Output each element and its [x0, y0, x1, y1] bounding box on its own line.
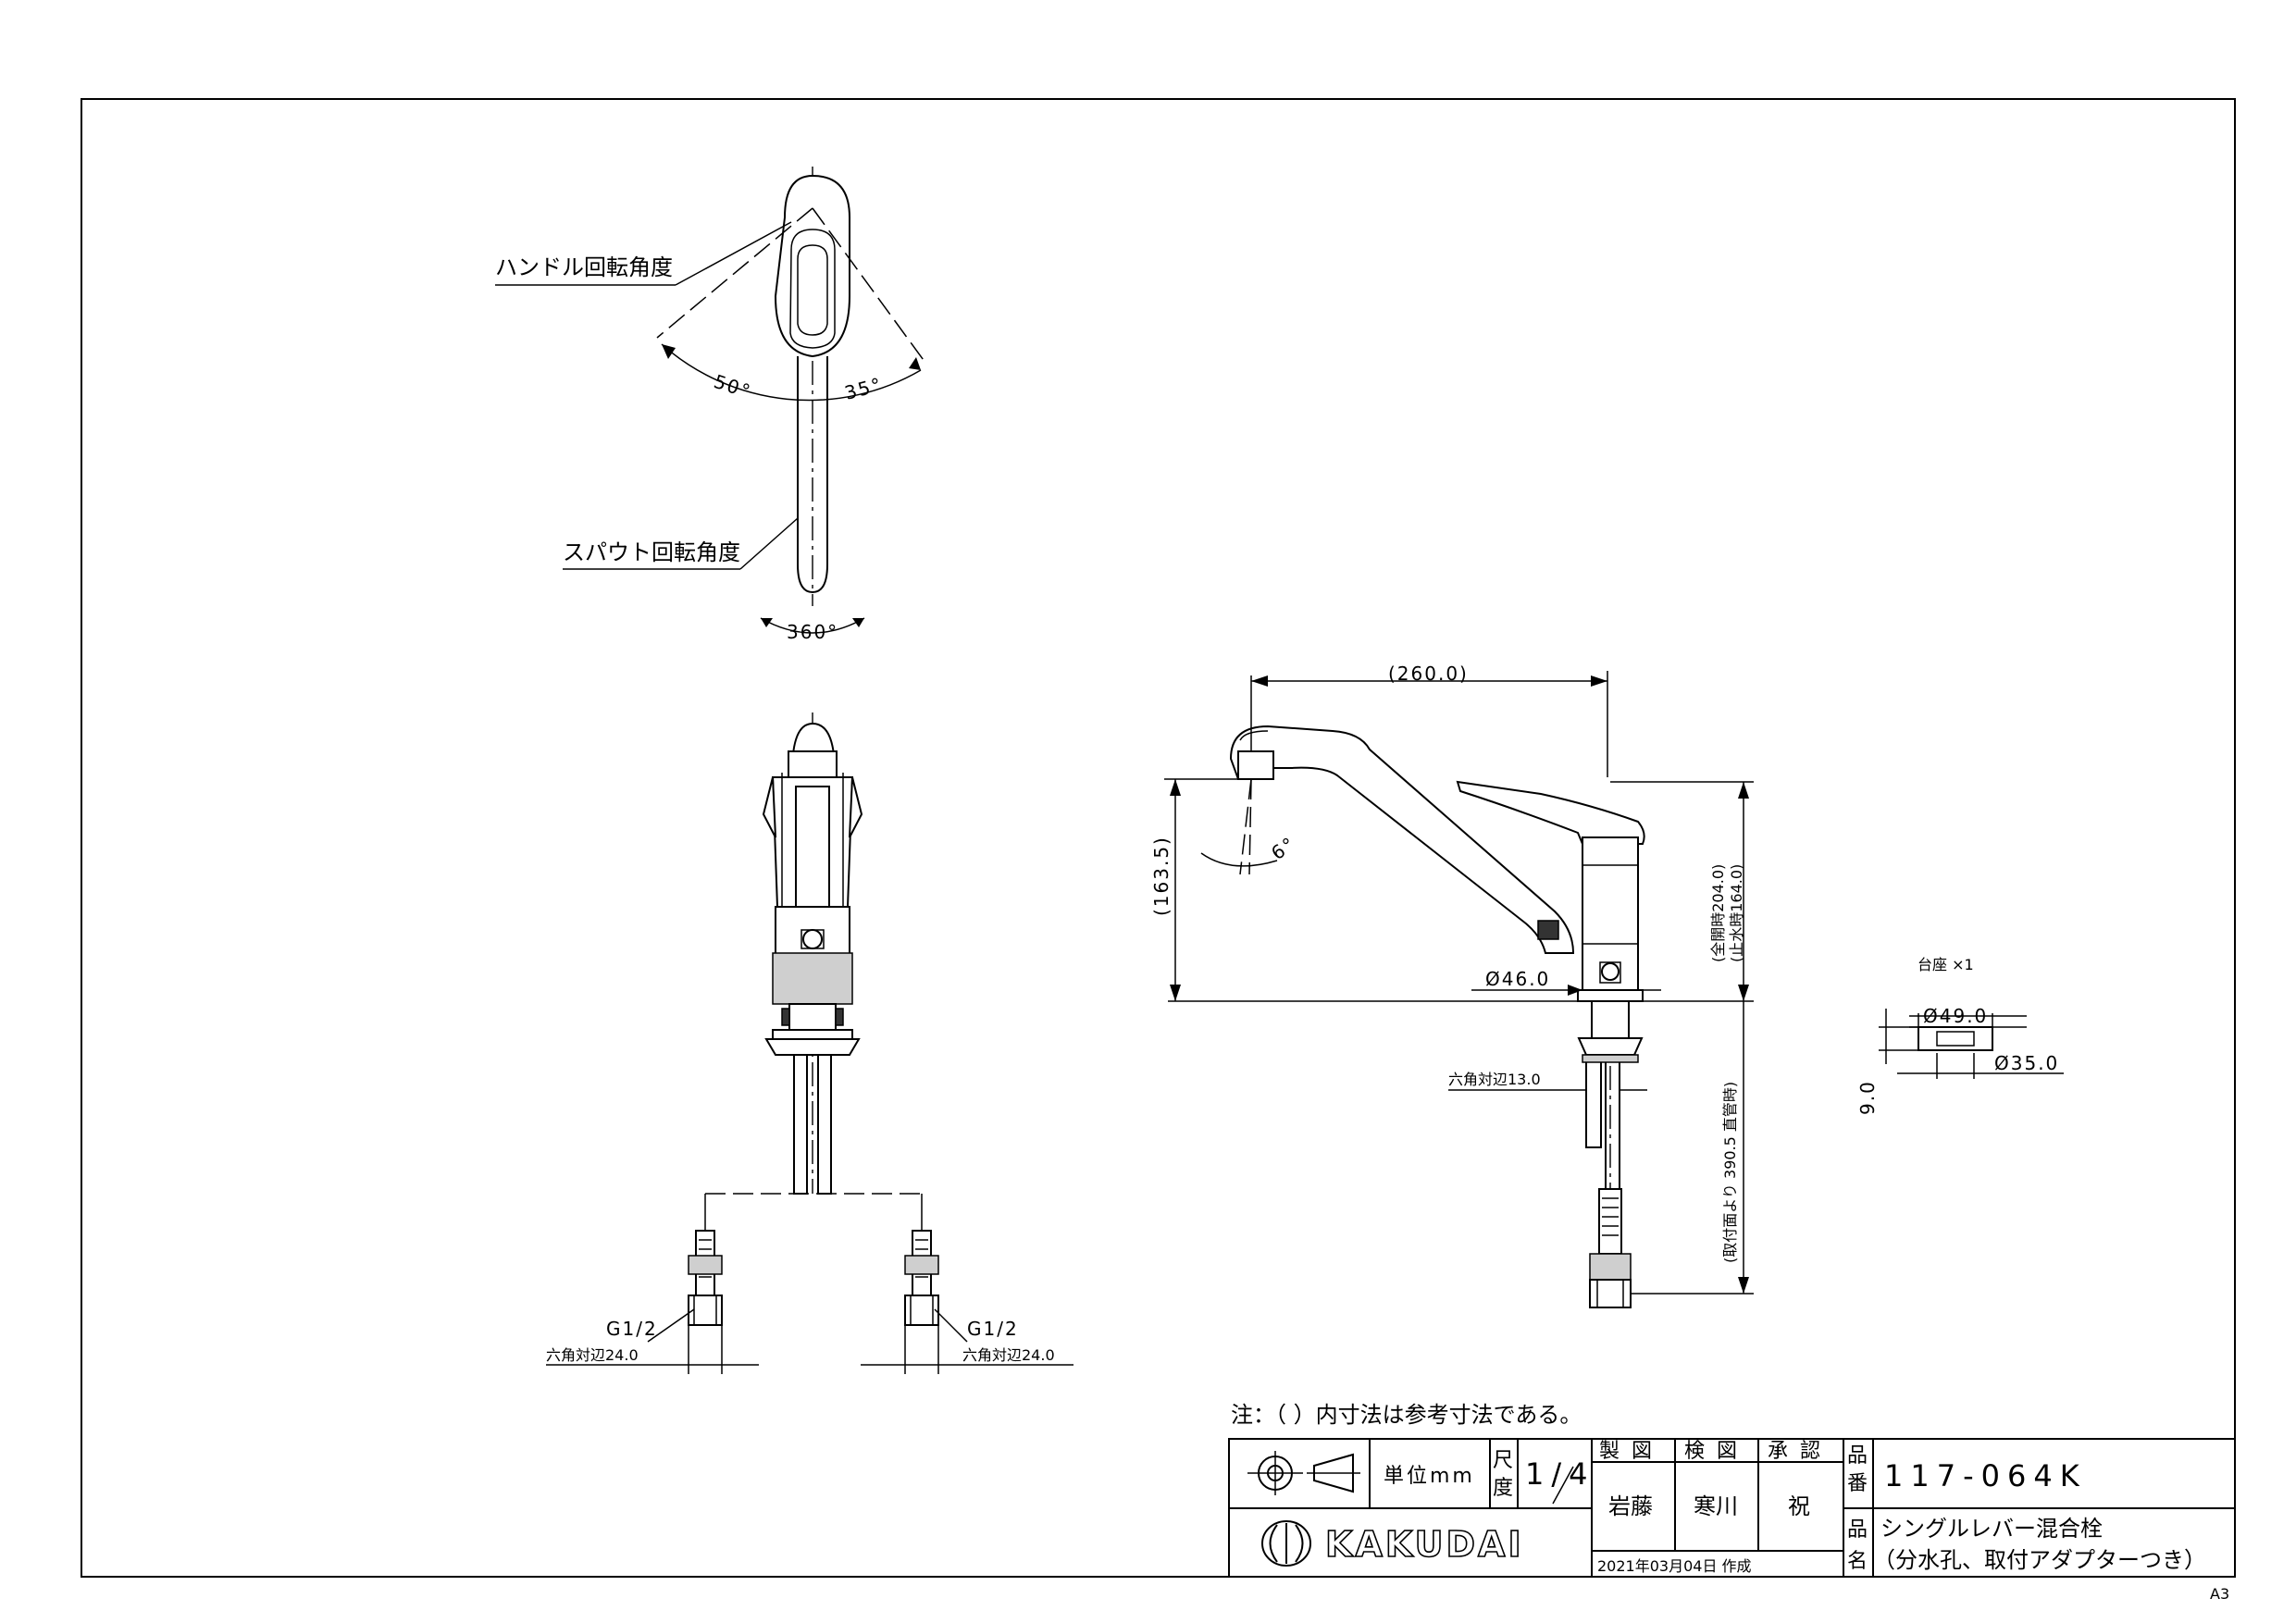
note-text: 注：（ ）内寸法は参考寸法である。 [1231, 1402, 1582, 1428]
scale-label-2: 度 [1493, 1477, 1516, 1500]
angle-right-label: 35° [842, 373, 885, 404]
base-dia-outer: Ø49.0 [1923, 1005, 1988, 1027]
part-no-label-1: 品 [1847, 1444, 1870, 1468]
front-view [546, 712, 1074, 1374]
part-name-label-1: 品 [1847, 1518, 1870, 1542]
angle-left-label: 50° [711, 370, 754, 403]
part-name-label-2: 名 [1847, 1550, 1870, 1573]
handle-rotation-label: ハンドル回転角度 [495, 254, 673, 280]
part-name-line-2: （分水孔、取付アダプターつき） [1873, 1547, 2206, 1573]
side-height-left-dim: (163.5) [1150, 836, 1173, 916]
base-part-view [1879, 1009, 2064, 1079]
front-g-right: G1/2 [967, 1318, 1019, 1340]
name-checked: 寒川 [1694, 1493, 1738, 1519]
sheet-border [81, 98, 2236, 1578]
col-approved: 承 認 [1768, 1440, 1823, 1463]
unit-label: 単位mm [1384, 1465, 1475, 1488]
side-length-dim: (取付面より 390.5 直管時) [1721, 1082, 1739, 1263]
part-number: 117-064K [1884, 1458, 2087, 1493]
base-part-title: 台座 ×1 [1917, 956, 1974, 973]
date-created: 2021年03月04日 作成 [1597, 1557, 1752, 1575]
sheet-size: A3 [2210, 1585, 2229, 1603]
part-no-label-2: 番 [1847, 1472, 1870, 1495]
front-hex-right: 六角対辺24.0 [962, 1346, 1055, 1364]
name-approved: 祝 [1788, 1493, 1810, 1519]
side-view [1164, 671, 1754, 1308]
col-checked: 検 図 [1684, 1440, 1740, 1463]
spout-angle-label: 360° [787, 621, 838, 643]
side-dia-dim: Ø46.0 [1485, 968, 1550, 990]
scale-label-1: 尺 [1493, 1449, 1516, 1472]
top-view [495, 167, 926, 634]
base-dia-inner: Ø35.0 [1994, 1052, 2059, 1074]
name-drawn: 岩藤 [1608, 1493, 1653, 1519]
front-hex-left: 六角対辺24.0 [546, 1346, 639, 1364]
brand-logo: KAKUDAI [1325, 1524, 1524, 1565]
spout-rotation-label: スパウト回転角度 [563, 539, 740, 565]
part-name-line-1: シングルレバー混合栓 [1880, 1516, 2103, 1542]
col-drawn: 製 図 [1599, 1440, 1655, 1463]
front-g-left: G1/2 [606, 1318, 658, 1340]
side-height-full-open: (全開時204.0) [1709, 864, 1727, 962]
side-stream-angle: 6° [1267, 832, 1300, 864]
scale-value: 1/4 [1525, 1456, 1595, 1492]
side-width-dim: (260.0) [1388, 663, 1469, 685]
side-height-closed: (止水時164.0) [1728, 864, 1745, 962]
side-hex-dim: 六角対辺13.0 [1448, 1071, 1541, 1088]
base-height: 9.0 [1856, 1080, 1879, 1115]
title-block [1228, 1438, 2236, 1578]
